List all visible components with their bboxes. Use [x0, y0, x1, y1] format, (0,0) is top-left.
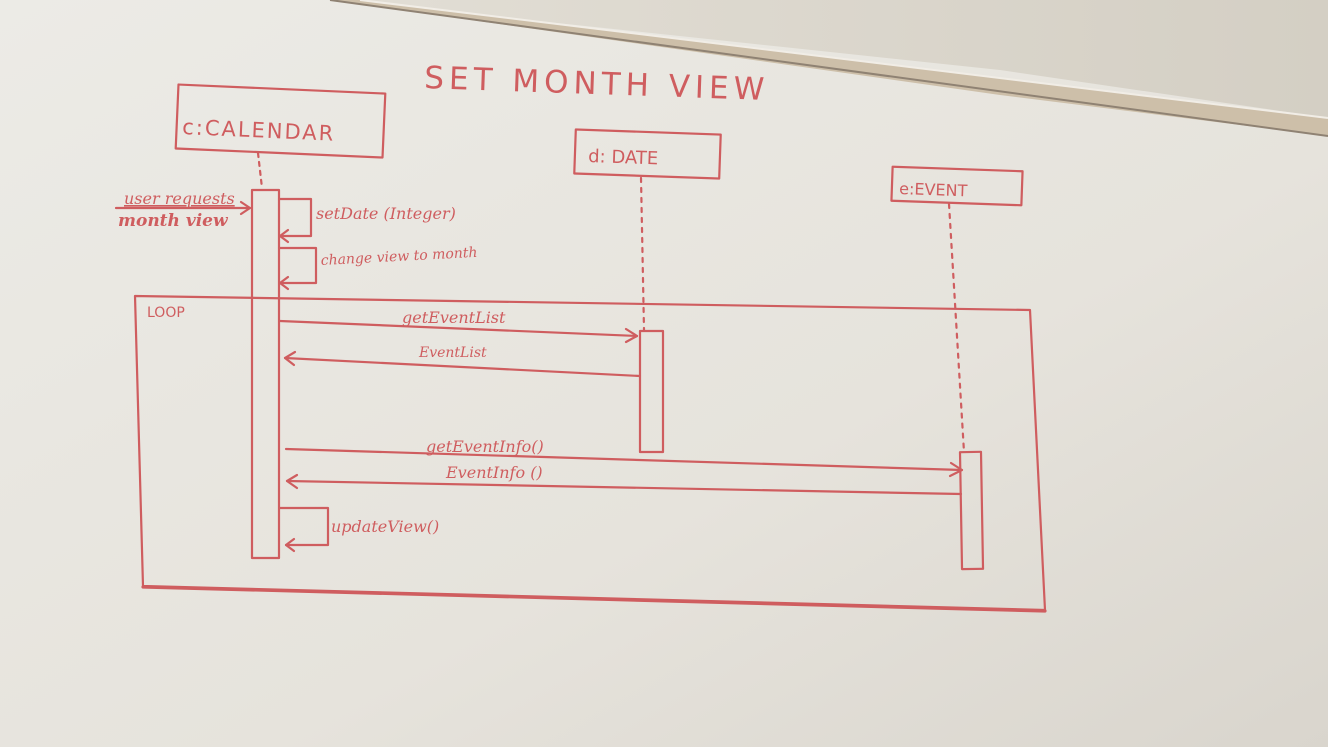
event-info-return-arrow	[285, 479, 963, 496]
change-view-self-message	[277, 246, 318, 285]
event-lifeline	[947, 202, 966, 454]
loop-frame-bottom-thick	[141, 585, 1047, 613]
get-event-info-arrow	[284, 447, 964, 472]
loop-label: LOOP	[147, 305, 185, 321]
user-requests-label: user requests	[124, 189, 235, 208]
wall-area	[340, 0, 1328, 118]
get-event-info-label: getEventInfo()	[426, 437, 544, 456]
setdate-arrowhead	[278, 228, 290, 244]
get-event-list-label: getEventList	[402, 308, 506, 327]
get-event-list-arrow	[278, 319, 639, 338]
event-lifeline-box	[890, 165, 1024, 207]
event-lifeline-label: e:EVENT	[899, 179, 968, 200]
event-info-return-arrowhead	[285, 473, 299, 490]
calendar-lifeline-box	[174, 83, 387, 159]
rail-edge	[329, 0, 1328, 137]
setdate-label: setDate (Integer)	[316, 204, 456, 223]
change-view-arrowhead	[278, 275, 290, 291]
event-list-return-arrowhead	[283, 350, 297, 367]
date-lifeline-label: d: DATE	[588, 146, 659, 169]
get-event-info-arrowhead	[948, 461, 964, 478]
rail-highlight	[359, 0, 1328, 119]
date-activation	[638, 329, 665, 454]
updateview-arrowhead	[284, 537, 296, 553]
user-request-arrowhead	[239, 200, 252, 216]
get-event-list-arrowhead	[624, 327, 639, 344]
date-lifeline-box	[573, 128, 722, 180]
updateview-self-message	[278, 506, 330, 547]
calendar-lifeline	[256, 151, 264, 190]
calendar-activation	[250, 188, 281, 560]
event-info-label: EventInfo ()	[445, 463, 543, 482]
event-list-return-arrow	[283, 356, 642, 378]
event-list-label: EventList	[418, 345, 487, 361]
event-activation	[958, 450, 985, 571]
update-view-label: updateView()	[331, 517, 439, 536]
setdate-self-message	[277, 197, 313, 238]
month-view-label: month view	[118, 211, 229, 231]
